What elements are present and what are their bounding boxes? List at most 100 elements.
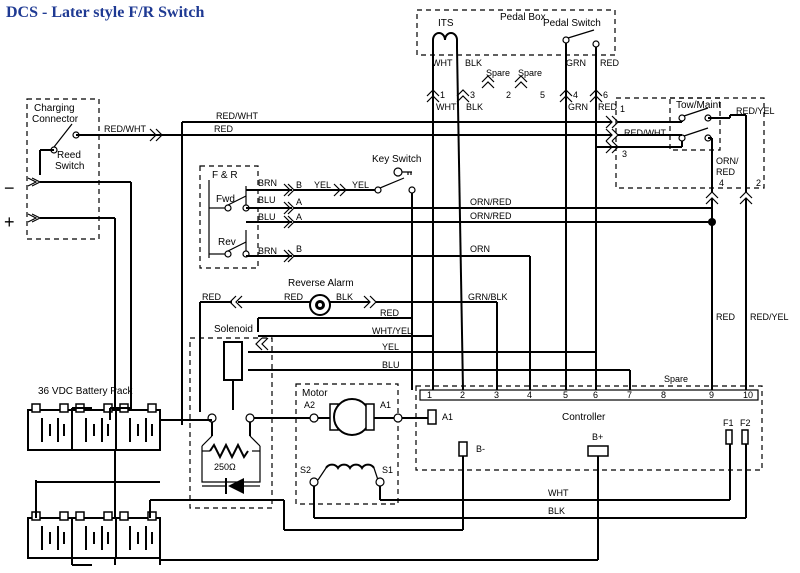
resistor-label: 250Ω: [214, 462, 236, 472]
pin-top-6: 6: [603, 90, 608, 100]
controller-pin-8: 8: [661, 390, 666, 400]
charging-connector: Charging Connector Reed Switch − +: [4, 98, 100, 240]
motor-s2: S2: [300, 465, 311, 475]
controller-pin-7: 7: [627, 390, 632, 400]
key-switch: Key Switch: [372, 154, 421, 390]
motor-a2: A2: [304, 400, 315, 410]
controller-a1: A1: [442, 412, 453, 422]
tow-red-wht-label: RED/WHT: [624, 128, 666, 138]
pin-top-1: 1: [440, 90, 445, 100]
wire-yel2-label: YEL: [352, 180, 369, 190]
wire-blu2-label: BLU: [258, 212, 276, 222]
wire-red-a-label: RED: [202, 292, 222, 302]
wire-b2-label: B: [296, 244, 302, 254]
wire-orn-red1-label: ORN/RED: [470, 197, 512, 207]
wire-yel1-label: YEL: [314, 180, 331, 190]
wire-grn-blk-label: GRN/BLK: [468, 292, 508, 302]
tow-orn-label2: RED: [716, 167, 736, 177]
fr-label: F & R: [212, 170, 238, 181]
wire-red-yel-right-label: RED/YEL: [750, 312, 789, 322]
controller-spare-label: Spare: [664, 374, 688, 384]
controller-pin-2: 2: [460, 390, 465, 400]
wire-blu-label: BLU: [382, 360, 400, 370]
pin-top-2: 2: [506, 90, 511, 100]
motor-armature: [333, 398, 371, 436]
pin-top-color-4: GRN: [568, 102, 588, 112]
ps-red-label: RED: [600, 58, 620, 68]
page-title: DCS - Later style F/R Switch: [6, 4, 205, 21]
its-blk-label: BLK: [465, 58, 482, 68]
wire-wht-bottom: WHT: [548, 488, 569, 498]
reed-label1: Reed: [57, 150, 81, 161]
pin-top-color-6: RED: [598, 102, 618, 112]
wire-yel-label: YEL: [382, 342, 399, 352]
solenoid-label: Solenoid: [214, 324, 253, 335]
pin-top-color-1: WHT: [436, 102, 457, 112]
tow-pin-1: 1: [620, 104, 625, 114]
controller-f1: F1: [723, 418, 734, 428]
wire-wht-yel-label: WHT/YEL: [372, 326, 412, 336]
its-label: ITS: [438, 18, 454, 29]
controller-b-plus: B+: [592, 432, 603, 442]
controller-pin-4: 4: [527, 390, 532, 400]
tow-red-yel-label: RED/YEL: [736, 106, 775, 116]
pedal-box-label: Pedal Box: [500, 12, 546, 23]
controller-pin-9: 9: [709, 390, 714, 400]
controller-pin-10: 10: [743, 390, 753, 400]
key-switch-label: Key Switch: [372, 154, 421, 165]
tow-maint-switch: Tow/Maint RED/YEL 1 3 RED/WHT ORN/ RED 4…: [615, 97, 775, 205]
tow-pin-2: 2: [756, 178, 761, 188]
motor: Motor A2 A1 S2 S1: [295, 383, 403, 505]
controller: Controller Spare A1 B- B+ F1 F2: [415, 374, 763, 471]
wire-a1-label: A: [296, 197, 302, 207]
key-icon: [393, 167, 403, 177]
wire-red-top: RED: [214, 124, 234, 134]
charging-label1: Charging: [34, 103, 75, 114]
battery-label: 36 VDC Battery Pack: [38, 386, 133, 397]
controller-pin-1: 1: [427, 390, 432, 400]
tow-pin-4: 4: [719, 178, 724, 188]
pedal-wires: [426, 43, 603, 391]
battery-cell: [115, 403, 161, 451]
controller-b-minus: B-: [476, 444, 485, 454]
tow-orn-label1: ORN/: [716, 156, 739, 166]
wire-blu1-label: BLU: [258, 195, 276, 205]
pin-top-4: 4: [573, 90, 578, 100]
solenoid: Solenoid 250Ω: [189, 324, 273, 509]
battery-cell: [115, 511, 161, 559]
pin-top-3: 3: [470, 90, 475, 100]
fr-switch: F & R Fwd Rev: [199, 165, 259, 269]
ps-grn-label: GRN: [566, 58, 586, 68]
wire-red-wht-left: RED/WHT: [104, 124, 146, 134]
wire-blk-bottom: BLK: [548, 506, 565, 516]
wire-orn-red2-label: ORN/RED: [470, 211, 512, 221]
pedal-switch-contact: [592, 40, 600, 48]
reed-wires: [76, 115, 683, 425]
tow-maint-label: Tow/Maint: [676, 100, 721, 111]
wire-red-b-label: RED: [284, 292, 304, 302]
pedal-box: Pedal Box ITS Pedal Switch WHT BLK Spare…: [416, 9, 620, 78]
controller-f2: F2: [740, 418, 751, 428]
rev-label: Rev: [218, 237, 236, 248]
motor-label: Motor: [302, 388, 328, 399]
pin-top-color-3: BLK: [466, 102, 483, 112]
wire-b1-label: B: [296, 180, 302, 190]
diode-symbol: [228, 478, 244, 494]
wire-red-right-label: RED: [716, 312, 736, 322]
motor-s1: S1: [382, 465, 393, 475]
pedal-switch-label: Pedal Switch: [543, 18, 601, 29]
charging-minus: −: [4, 178, 15, 198]
tow-pin-3: 3: [622, 149, 627, 159]
charging-plus: +: [4, 212, 15, 232]
charging-port-wires: [40, 181, 132, 565]
spare2-label: Spare: [518, 68, 542, 78]
wire-red-wht-top: RED/WHT: [216, 111, 258, 121]
reverse-alarm-label: Reverse Alarm: [288, 278, 354, 289]
wire-a2-label: A: [296, 212, 302, 222]
its-sensor: [432, 32, 458, 48]
controller-pin-5: 5: [563, 390, 568, 400]
wire-blk-label: BLK: [336, 292, 353, 302]
junction-dot: [708, 218, 716, 226]
